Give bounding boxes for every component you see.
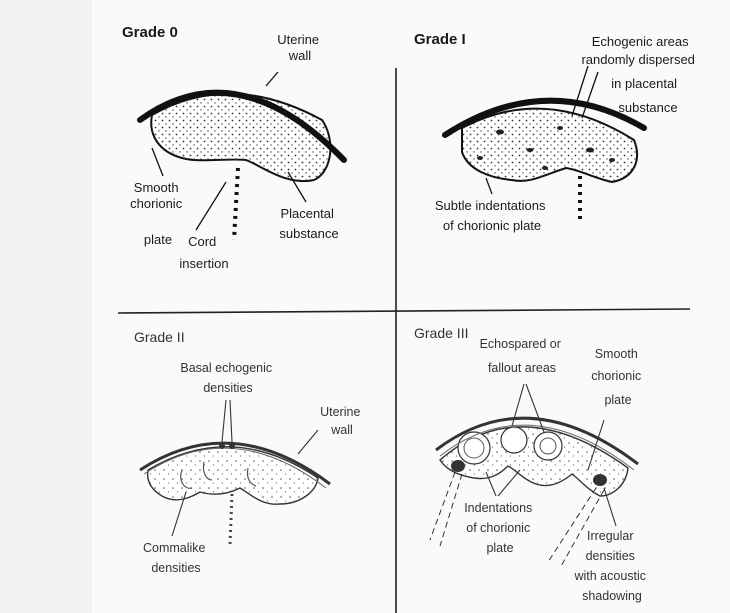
figure-panel — [92, 0, 730, 613]
grade3-dense-spot — [451, 460, 465, 472]
grade1-title: Grade I — [414, 31, 466, 48]
grade0-title: Grade 0 — [122, 24, 178, 41]
grade3-dense-spot — [593, 474, 607, 486]
grade2-title: Grade II — [134, 329, 185, 345]
grade3-title: Grade III — [414, 325, 468, 341]
grade2-cord — [230, 494, 232, 545]
grade3-fallout-area — [501, 427, 527, 453]
